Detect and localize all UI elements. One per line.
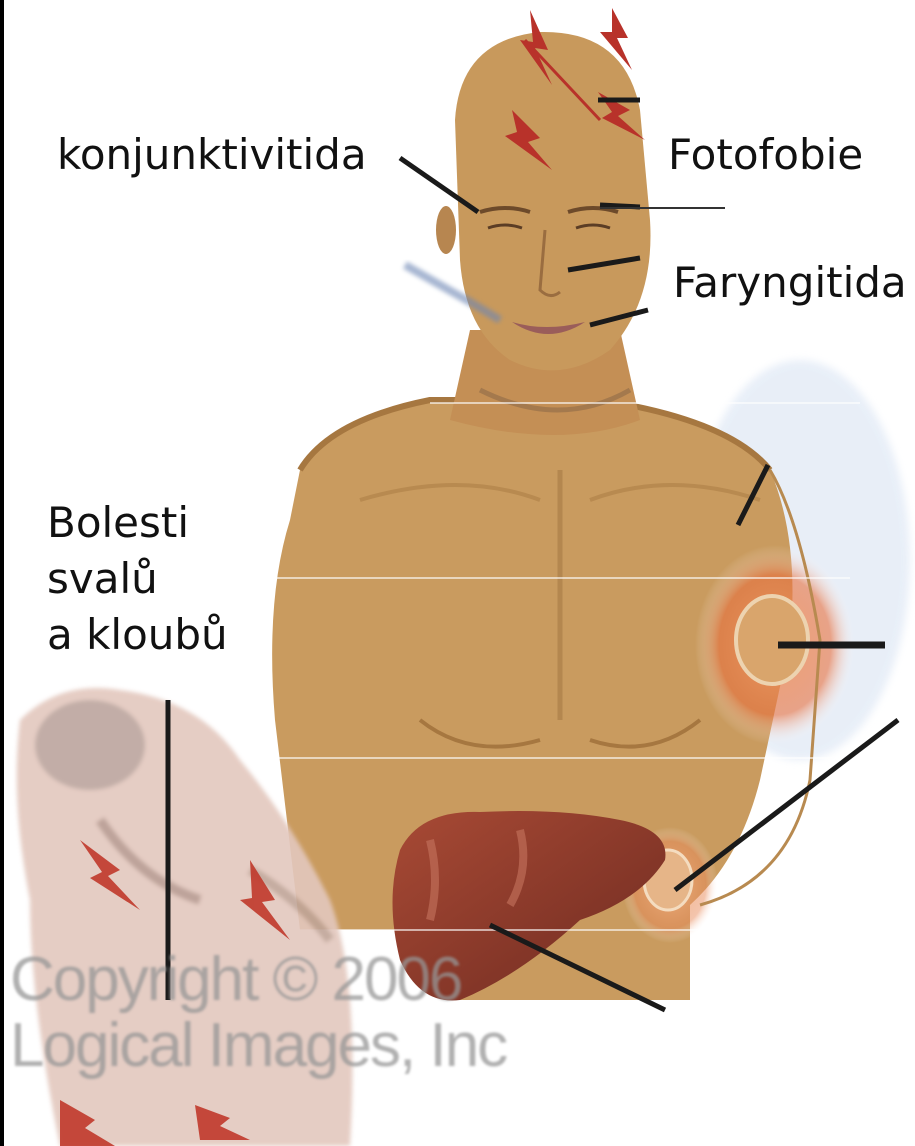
label-muscle-pain: Bolesti svalů a kloubů xyxy=(47,495,228,663)
watermark-line2: Logical Images, Inc xyxy=(10,1013,506,1079)
watermark-line1: Copyright © 2006 xyxy=(10,947,506,1013)
leader-photophobia-2 xyxy=(600,205,640,207)
label-muscle-pain-line3: a kloubů xyxy=(47,607,228,663)
frame-border xyxy=(0,0,4,1146)
label-conjunctivitis: konjunktivitida xyxy=(57,134,367,176)
label-pharyngitis: Faryngitida xyxy=(673,262,907,304)
label-muscle-pain-line1: Bolesti xyxy=(47,495,228,551)
label-photophobia: Fotofobie xyxy=(668,134,863,176)
label-muscle-pain-line2: svalů xyxy=(47,551,228,607)
copyright-watermark: Copyright © 2006 Logical Images, Inc xyxy=(10,947,506,1079)
head xyxy=(455,32,651,370)
